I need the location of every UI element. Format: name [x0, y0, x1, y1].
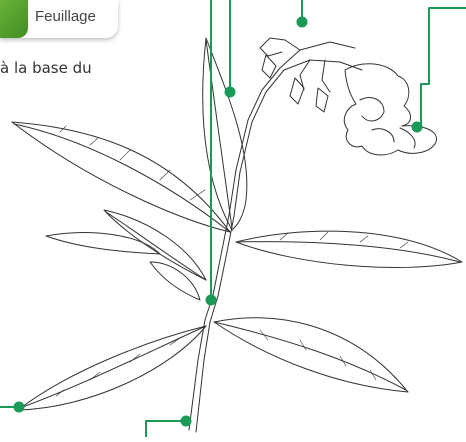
flower-cluster — [344, 64, 436, 155]
callout-dot-leaf-edge — [15, 403, 24, 412]
leaf-icon — [0, 0, 28, 38]
callout-dot-base — [182, 417, 191, 426]
left-leaf — [12, 122, 230, 232]
callout-line-base — [146, 421, 186, 437]
callout-dot-leaf — [226, 88, 235, 97]
flower-petal-2 — [372, 129, 394, 142]
bud — [260, 38, 300, 56]
small-leaf-3 — [150, 262, 200, 300]
flower-stalk — [280, 42, 355, 68]
category-label: Feuillage — [35, 8, 96, 25]
right-leaf-vein — [236, 242, 460, 262]
callout-dot-stem — [207, 296, 216, 305]
flower-stalk-2 — [284, 60, 362, 70]
lower-right-leaf-vein — [214, 322, 406, 390]
left-leaf-vein — [14, 124, 230, 232]
seed-pod — [262, 55, 276, 78]
vein-hatching — [60, 126, 205, 200]
flower-petal — [360, 98, 384, 121]
main-stem-edge — [196, 70, 284, 432]
callout-dot-seed — [298, 18, 307, 27]
right-leaf — [236, 231, 462, 267]
vein-hatching-2 — [280, 232, 408, 248]
pedicel-2 — [322, 60, 330, 92]
small-leaf-2 — [46, 233, 160, 254]
callout-dot-flower — [413, 123, 422, 132]
category-tag[interactable]: Feuillage — [0, 0, 118, 38]
caption-text: à la base du — [0, 59, 92, 77]
seed-pod-3 — [316, 88, 328, 112]
callout-line-flower — [421, 8, 466, 127]
flower-spur — [400, 128, 415, 148]
lower-left-leaf-vein — [20, 326, 206, 408]
